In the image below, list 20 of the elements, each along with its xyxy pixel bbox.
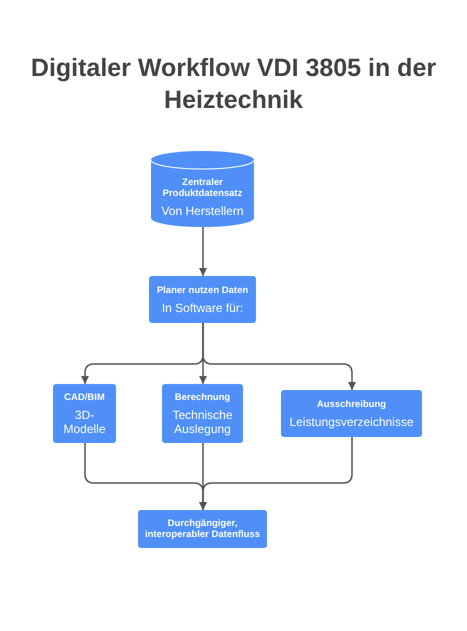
node-text: Durchgängiger, interoperabler Datenfluss [144,518,262,540]
node-text: Technische Auslegung [171,408,234,436]
node-text: 3D-Modelle [62,408,107,436]
node-text: Leistungsverzeichnisse [289,414,414,428]
arrow [199,437,353,510]
node-text: Von Herstellern [161,204,244,218]
arrow [202,323,356,390]
diagram-title: Digitaler Workflow VDI 3805 in der Heiztechnik [30,53,438,116]
arrow [199,227,207,276]
process-box [162,384,243,443]
node-text: In Software für: [162,300,244,314]
node-heading: CAD/BIM [64,392,105,402]
process-box [138,510,267,548]
process-box [53,384,116,443]
node-heading: Ausschreibung [316,398,386,410]
node-heading: Planer nutzen Daten [156,284,248,296]
node-heading: Zentraler Produktdatensatz [162,176,244,198]
process-box [149,276,256,323]
process-box [281,390,422,437]
node-heading: Berechnung [174,392,230,402]
